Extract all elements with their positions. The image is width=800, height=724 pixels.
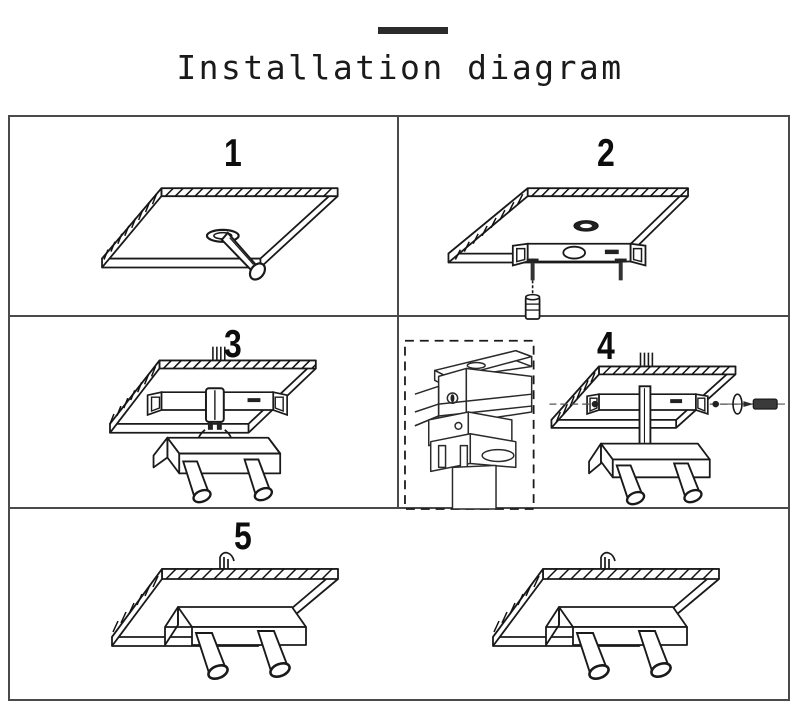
panel-number-2: 2 <box>596 132 615 175</box>
hatch-left-edge <box>555 372 596 423</box>
panel-number-1: 1 <box>223 132 242 175</box>
page-header: Installation diagram <box>0 0 800 112</box>
axis-dot-left <box>591 400 599 408</box>
panel-2-artwork <box>447 187 689 320</box>
diagram-row-3: 5 <box>10 509 788 699</box>
drill-bit-and-hole <box>205 228 267 281</box>
spotlight-head-left <box>181 460 212 504</box>
center-post <box>638 385 652 449</box>
wall-anchor <box>524 280 541 320</box>
diagram-grid: 1 <box>8 115 790 701</box>
screw-left <box>526 258 539 281</box>
panel-number-3: 3 <box>223 323 242 366</box>
hatch-left-edge <box>454 193 524 260</box>
hatch-left-edge <box>103 193 158 260</box>
spotlight-head-right <box>672 462 703 504</box>
power-cable <box>639 352 654 367</box>
hatch-top-edge <box>602 365 731 375</box>
center-post <box>204 387 225 430</box>
finished-view-left <box>111 551 339 681</box>
hatch-top-edge <box>164 187 333 197</box>
hatch-left-edge <box>493 575 540 633</box>
panel-step-2: 2 <box>399 117 788 320</box>
hatch-left-edge <box>109 366 157 425</box>
spotlight-head-right <box>637 630 672 679</box>
light-body <box>545 606 688 646</box>
screw-right <box>614 258 627 281</box>
panel-3-artwork <box>109 346 317 504</box>
panel-number-5: 5 <box>233 515 252 558</box>
page-title: Installation diagram <box>176 48 624 87</box>
panel-4-artwork <box>404 339 785 510</box>
detail-inset <box>404 339 535 510</box>
spotlight-head-left <box>615 464 646 506</box>
hatch-left-edge <box>112 575 159 633</box>
hatch-top-edge <box>546 568 714 580</box>
spotlight-head-right <box>256 630 291 679</box>
hatch-top-edge <box>165 568 333 580</box>
diagram-row-2: 3 <box>10 317 788 510</box>
power-cable <box>219 551 235 569</box>
mounting-bracket <box>146 391 288 417</box>
panel-step-5: 5 <box>10 509 788 699</box>
panel-step-1: 1 <box>10 117 399 315</box>
hatch-top-edge <box>531 187 689 197</box>
ceiling-hole <box>573 220 599 232</box>
panel-number-4: 4 <box>596 325 615 368</box>
panel-step-3: 3 <box>10 317 399 507</box>
spotlight-head-right <box>243 458 274 502</box>
power-cable <box>600 551 616 569</box>
title-accent-bar <box>378 27 448 34</box>
fixing-screw <box>719 393 785 415</box>
hatch-top-edge <box>162 360 317 369</box>
panel-1-artwork <box>101 187 339 281</box>
spotlight-head-left <box>194 632 229 681</box>
spotlight-head-left <box>575 632 610 681</box>
diagram-row-1: 1 <box>10 117 788 320</box>
finished-view-right <box>492 551 720 681</box>
power-cable <box>212 346 226 361</box>
panel-step-4: 4 <box>399 317 788 510</box>
axis-dot-right <box>712 400 719 408</box>
